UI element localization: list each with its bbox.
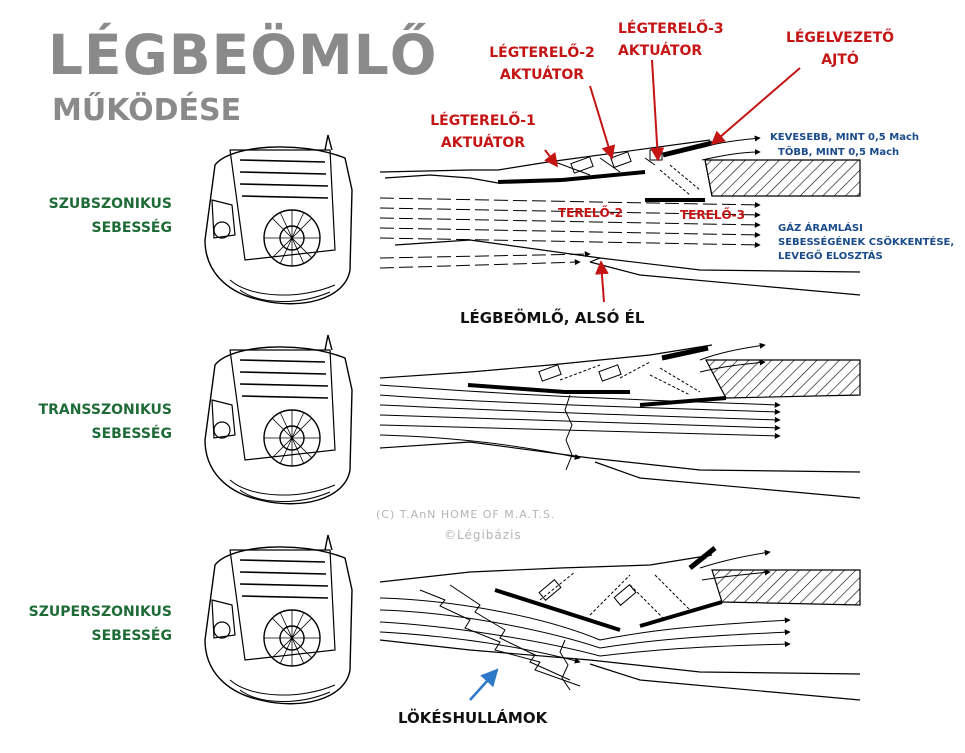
note-flow: GÁZ ÁRAMLÁSI SEBESSÉGÉNEK CSÖKKENTÉSE, L… <box>778 222 954 264</box>
arrow-shockwaves <box>469 668 499 701</box>
arrow-actuator3 <box>650 59 665 162</box>
speed-line-2: SEBESSÉG <box>91 220 172 236</box>
speed-label-transonic: TRANSSZONIKUS SEBESSÉG <box>0 398 172 446</box>
speed-label-supersonic: SZUPERSZONIKUS SEBESSÉG <box>0 600 172 648</box>
label-line-2: AKTUÁTOR <box>499 67 585 83</box>
speed-line-2: SEBESSÉG <box>91 426 172 442</box>
speed-label-subsonic: SZUBSZONIKUS SEBESSÉG <box>0 192 172 240</box>
speed-line-1: SZUBSZONIKUS <box>48 196 172 212</box>
watermark-site: ©Légibázis <box>444 528 522 542</box>
arrow-actuator2 <box>589 85 616 160</box>
note-line-1: GÁZ ÁRAMLÁSI <box>778 223 863 234</box>
label-bleed-door: LÉGELVEZETŐ AJTÓ <box>770 27 910 71</box>
note-line-2: SEBESSÉGÉNEK CSÖKKENTÉSE, <box>778 237 955 248</box>
label-actuator2: LÉGTERELŐ-2 AKTUÁTOR <box>476 42 608 86</box>
label-line-2: AKTUÁTOR <box>618 43 703 59</box>
watermark-credit: (C) T.AnN HOME OF M.A.T.S. <box>376 508 556 521</box>
note-above-mach: TÖBB, MINT 0,5 Mach <box>778 147 900 158</box>
note-below-mach: KEVESEBB, MINT 0,5 Mach <box>770 132 919 143</box>
note-line-3: LEVEGŐ ELOSZTÁS <box>778 251 883 262</box>
speed-line-1: SZUPERSZONIKUS <box>28 604 172 620</box>
label-line-1: LÉGTERELŐ-1 <box>430 113 536 129</box>
label-line-2: AJTÓ <box>821 52 859 68</box>
engine-front-view <box>204 134 353 305</box>
arrow-lower-lip <box>594 260 609 303</box>
arrow-bleed-door <box>710 67 801 146</box>
intake-supersonic <box>379 546 861 701</box>
label-shockwaves: LÖKÉSHULLÁMOK <box>398 709 548 727</box>
intake-transonic <box>379 342 861 499</box>
speed-line-2: SEBESSÉG <box>91 628 172 644</box>
label-actuator1: LÉGTERELŐ-1 AKTUÁTOR <box>418 110 548 154</box>
label-line-2: AKTUÁTOR <box>440 135 526 151</box>
label-line-1: LÉGTERELŐ-2 <box>489 45 595 61</box>
label-lower-lip: LÉGBEÖMLŐ, ALSÓ ÉL <box>460 309 645 327</box>
label-ramp2: TERELŐ-2 <box>558 206 623 220</box>
speed-line-1: TRANSSZONIKUS <box>38 402 172 418</box>
label-ramp3: TERELŐ-3 <box>680 208 745 222</box>
page-subtitle: MŰKÖDÉSE <box>52 93 242 128</box>
arrow-actuator1 <box>544 149 559 168</box>
label-actuator3: LÉGTERELŐ-3 AKTUÁTOR <box>618 18 750 62</box>
page-title: LÉGBEÖMLŐ <box>48 23 438 87</box>
label-line-1: LÉGTERELŐ-3 <box>618 21 724 37</box>
label-line-1: LÉGELVEZETŐ <box>785 30 895 46</box>
